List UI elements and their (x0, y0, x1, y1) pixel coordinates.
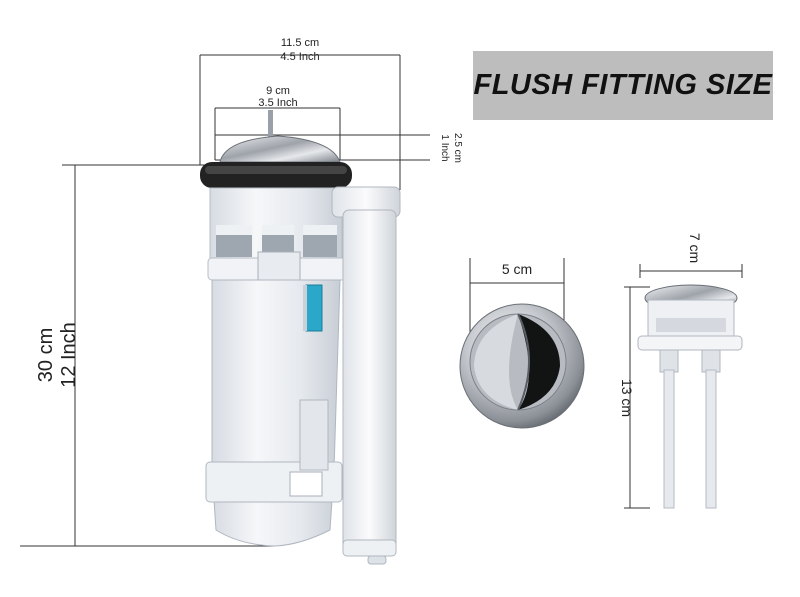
body-height-in: 12 Inch (58, 322, 80, 388)
cap-height-in: 1 Inch (439, 134, 450, 161)
button-unit-height-dimension: 13 cm (619, 286, 650, 509)
body-height-dimension: 30 cm 12 Inch (20, 164, 275, 547)
button-unit-width-dimension: 7 cm (639, 233, 743, 278)
button-diameter-dimension: 5 cm (469, 258, 565, 340)
dual-flush-button-top-view (459, 303, 585, 429)
button-unit-height-label: 13 cm (619, 379, 635, 417)
cap-height-cm: 2.5 cm (452, 133, 463, 163)
top-width-dimension: 11.5 cm 4.5 Inch (199, 37, 401, 190)
title-text: FLUSH FITTING SIZE (473, 69, 773, 101)
button-diameter-label: 5 cm (502, 261, 532, 277)
dual-flush-button-side-view (637, 284, 743, 509)
flush-valve (200, 110, 401, 565)
body-height-cm: 30 cm (35, 328, 57, 382)
top-width-in: 4.5 Inch (280, 51, 319, 63)
cap-width-in: 3.5 Inch (258, 97, 297, 109)
cap-width-cm: 9 cm (266, 85, 290, 97)
cap-width-dimension: 9 cm 3.5 Inch (214, 85, 341, 160)
top-width-cm: 11.5 cm (281, 37, 319, 49)
title-banner: FLUSH FITTING SIZE (473, 51, 773, 120)
button-unit-width-label: 7 cm (687, 233, 703, 263)
